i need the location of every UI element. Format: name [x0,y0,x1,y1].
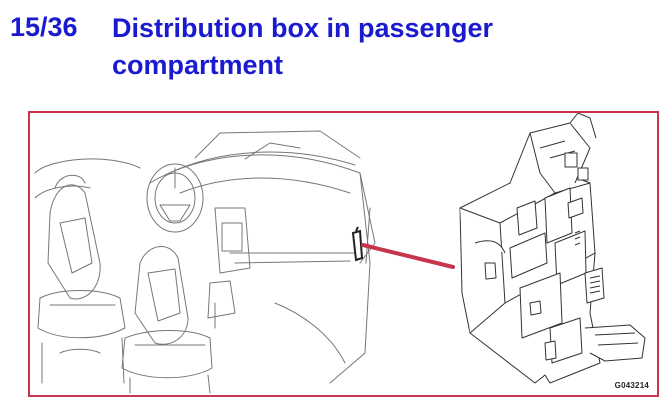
distribution-box-drawing [459,113,646,384]
figure-code: G043214 [614,381,649,390]
illustration [34,113,646,394]
figure-frame: G043214 [28,111,659,397]
section-number: 15/36 [10,12,78,42]
location-marker [351,226,364,262]
car-interior-drawing [34,130,376,394]
pointer-line [361,243,455,269]
page-title: Distribution box in passenger compartmen… [112,13,494,80]
